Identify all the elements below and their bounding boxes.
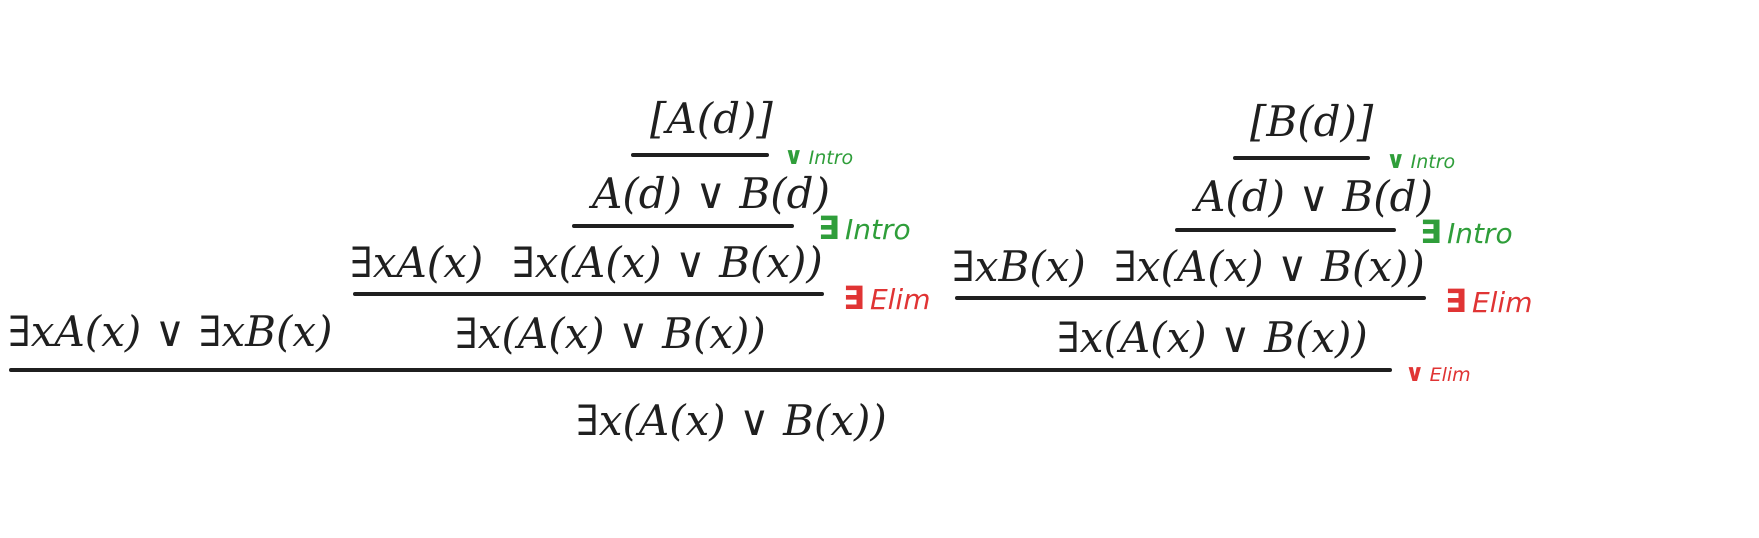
major-premise: ∃xA(x) ∨ ∃xB(x)	[8, 307, 333, 356]
right-exists-elim-label: ∃ Elim	[1445, 282, 1533, 320]
exists-icon: ∃	[1445, 282, 1467, 320]
right-or-intro-line	[1233, 156, 1370, 160]
left-or-intro-line	[631, 153, 769, 157]
left-exists-elim-label: ∃ Elim	[843, 279, 931, 317]
right-assumption: [B(d)]	[1250, 97, 1374, 146]
final-or-elim-line	[9, 368, 1392, 372]
right-exists-elim-result: ∃x(A(x) ∨ B(x))	[1057, 313, 1368, 362]
right-exists-intro-line	[1175, 228, 1396, 232]
right-or-intro-result: A(d) ∨ B(d)	[1195, 172, 1433, 221]
right-exists-intro-label: ∃ Intro	[1420, 213, 1513, 251]
left-exists-elim-line	[353, 292, 824, 296]
conclusion: ∃x(A(x) ∨ B(x))	[576, 396, 887, 445]
left-exists-intro-line	[572, 224, 794, 228]
final-or-elim-label: ∨ Elim	[1405, 359, 1471, 387]
right-or-intro-label: ∨ Intro	[1386, 146, 1456, 174]
exists-icon: ∃	[843, 279, 865, 317]
right-exists-premise: ∃xB(x)	[952, 242, 1086, 291]
left-exists-premise: ∃xA(x)	[350, 238, 484, 287]
right-exists-elim-line	[955, 296, 1426, 300]
or-icon: ∨	[1386, 146, 1406, 174]
exists-icon: ∃	[818, 209, 840, 247]
left-exists-elim-result: ∃x(A(x) ∨ B(x))	[455, 309, 766, 358]
right-exists-intro-result: ∃x(A(x) ∨ B(x))	[1114, 242, 1425, 291]
left-or-intro-label: ∨ Intro	[784, 142, 854, 170]
left-assumption: [A(d)]	[650, 94, 773, 143]
left-or-intro-result: A(d) ∨ B(d)	[592, 169, 830, 218]
left-exists-intro-label: ∃ Intro	[818, 209, 911, 247]
exists-icon: ∃	[1420, 213, 1442, 251]
or-icon: ∨	[784, 142, 804, 170]
left-exists-intro-result: ∃x(A(x) ∨ B(x))	[512, 238, 823, 287]
or-icon: ∨	[1405, 359, 1425, 387]
